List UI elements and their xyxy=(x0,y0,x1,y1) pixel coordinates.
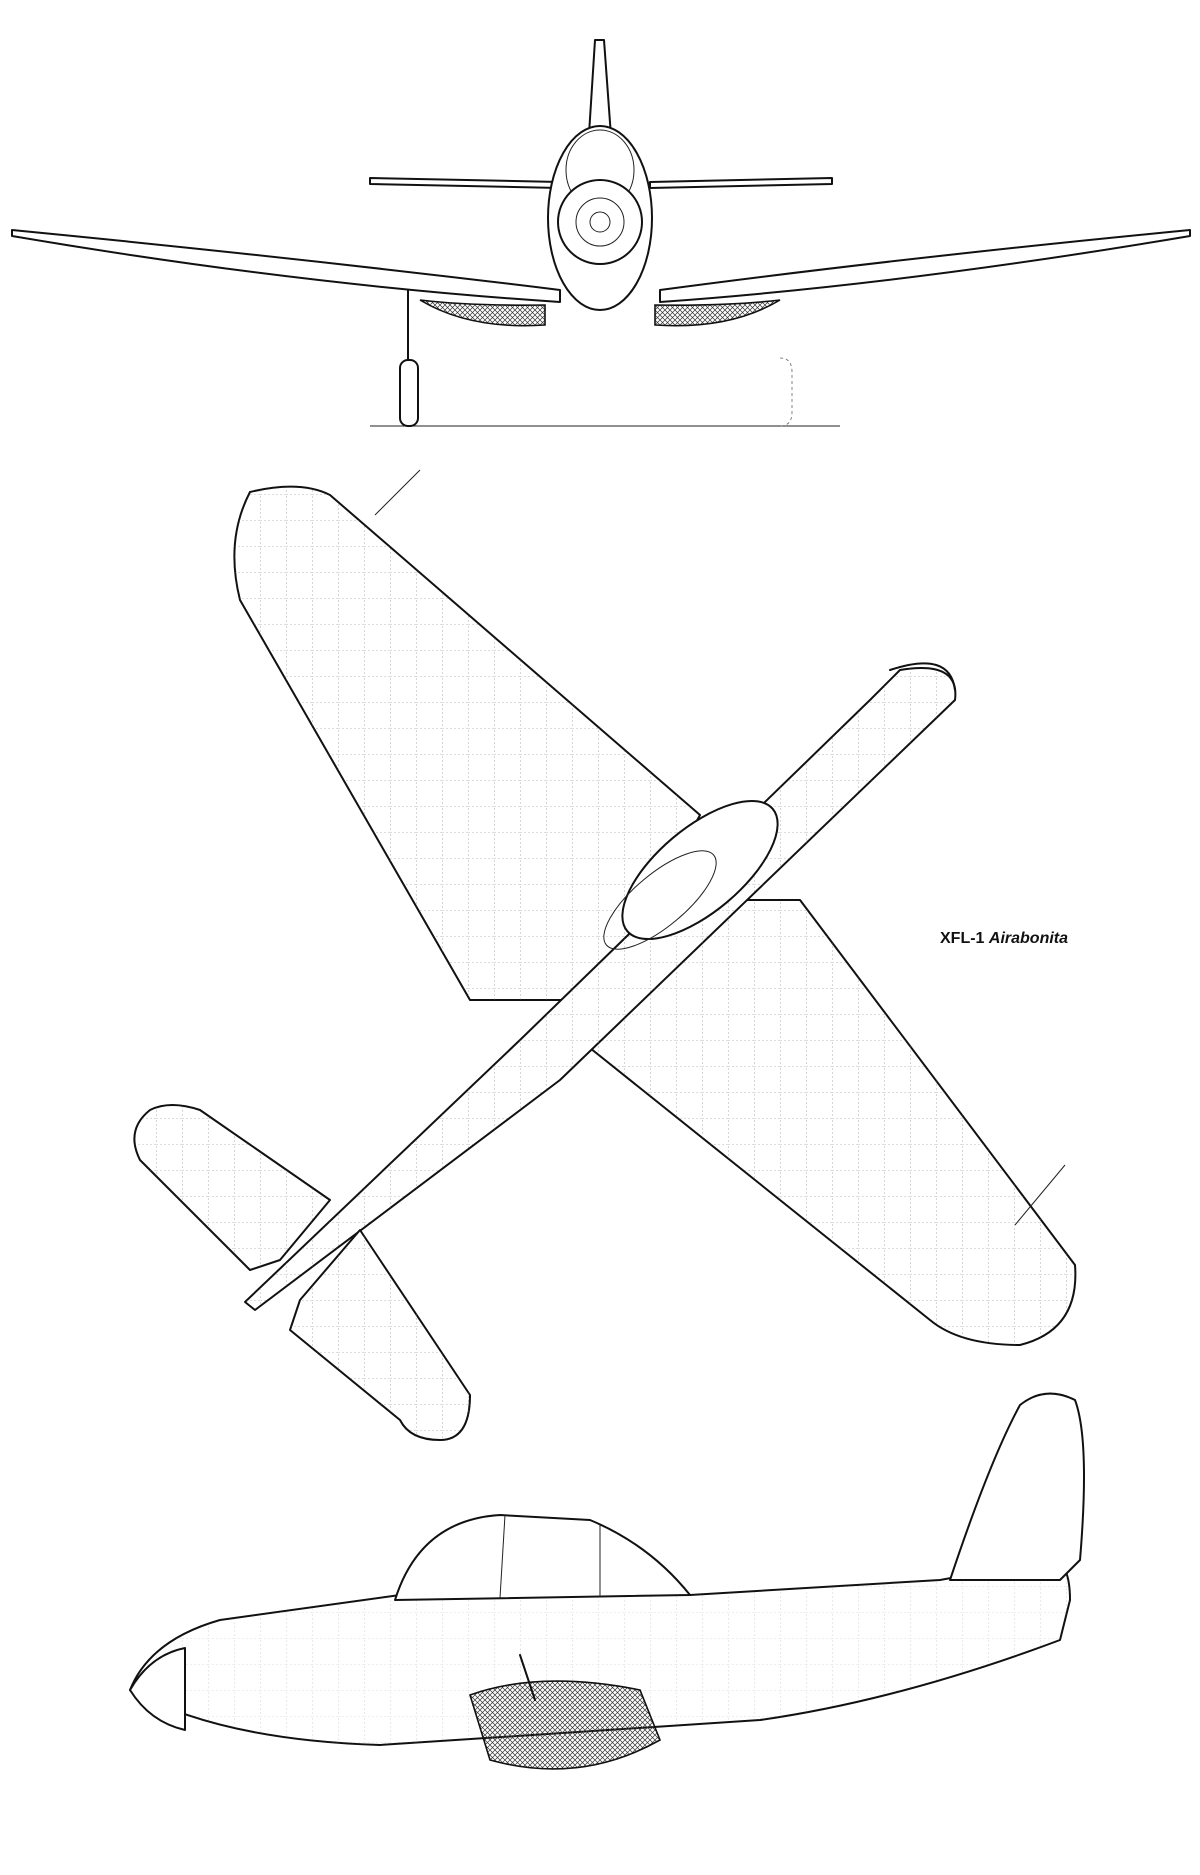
front-gear-wheel xyxy=(399,359,419,427)
top-canopy xyxy=(621,799,779,941)
front-gear-outline xyxy=(779,357,793,427)
drawing-caption: XFL-1 Airabonita xyxy=(940,930,1068,948)
top-tail-grid-2 xyxy=(290,1230,470,1440)
top-antenna-left xyxy=(374,469,421,516)
front-spinner xyxy=(557,179,643,265)
side-canopy xyxy=(394,1514,691,1601)
top-view xyxy=(133,469,1077,1441)
side-fuselage-grid xyxy=(130,1560,1070,1745)
caption-name: Airabonita xyxy=(988,930,1069,947)
side-canopy-frame xyxy=(499,1514,506,1599)
side-view xyxy=(129,1392,1085,1770)
front-tailplane-right xyxy=(649,177,833,189)
front-spinner-hub xyxy=(589,211,611,233)
top-wing-right-grid xyxy=(580,900,1076,1345)
front-wing-right xyxy=(659,229,1191,303)
front-spinner-inner xyxy=(575,197,625,247)
top-spinner xyxy=(889,662,956,691)
front-intake-right xyxy=(654,299,781,327)
front-tailplane xyxy=(369,177,561,189)
side-antenna xyxy=(519,1654,536,1701)
side-spinner xyxy=(129,1647,186,1731)
front-intake-left xyxy=(419,299,546,327)
front-wing xyxy=(11,229,561,303)
top-wing-left-grid xyxy=(234,486,700,1001)
caption-designation: XFL-1 xyxy=(940,930,985,947)
front-view xyxy=(11,39,1191,427)
side-wing xyxy=(469,1680,662,1770)
top-antenna-right xyxy=(1014,1164,1066,1226)
top-tail-grid-1 xyxy=(134,1105,330,1270)
side-fin xyxy=(949,1392,1085,1581)
top-canopy-inner xyxy=(603,850,717,950)
